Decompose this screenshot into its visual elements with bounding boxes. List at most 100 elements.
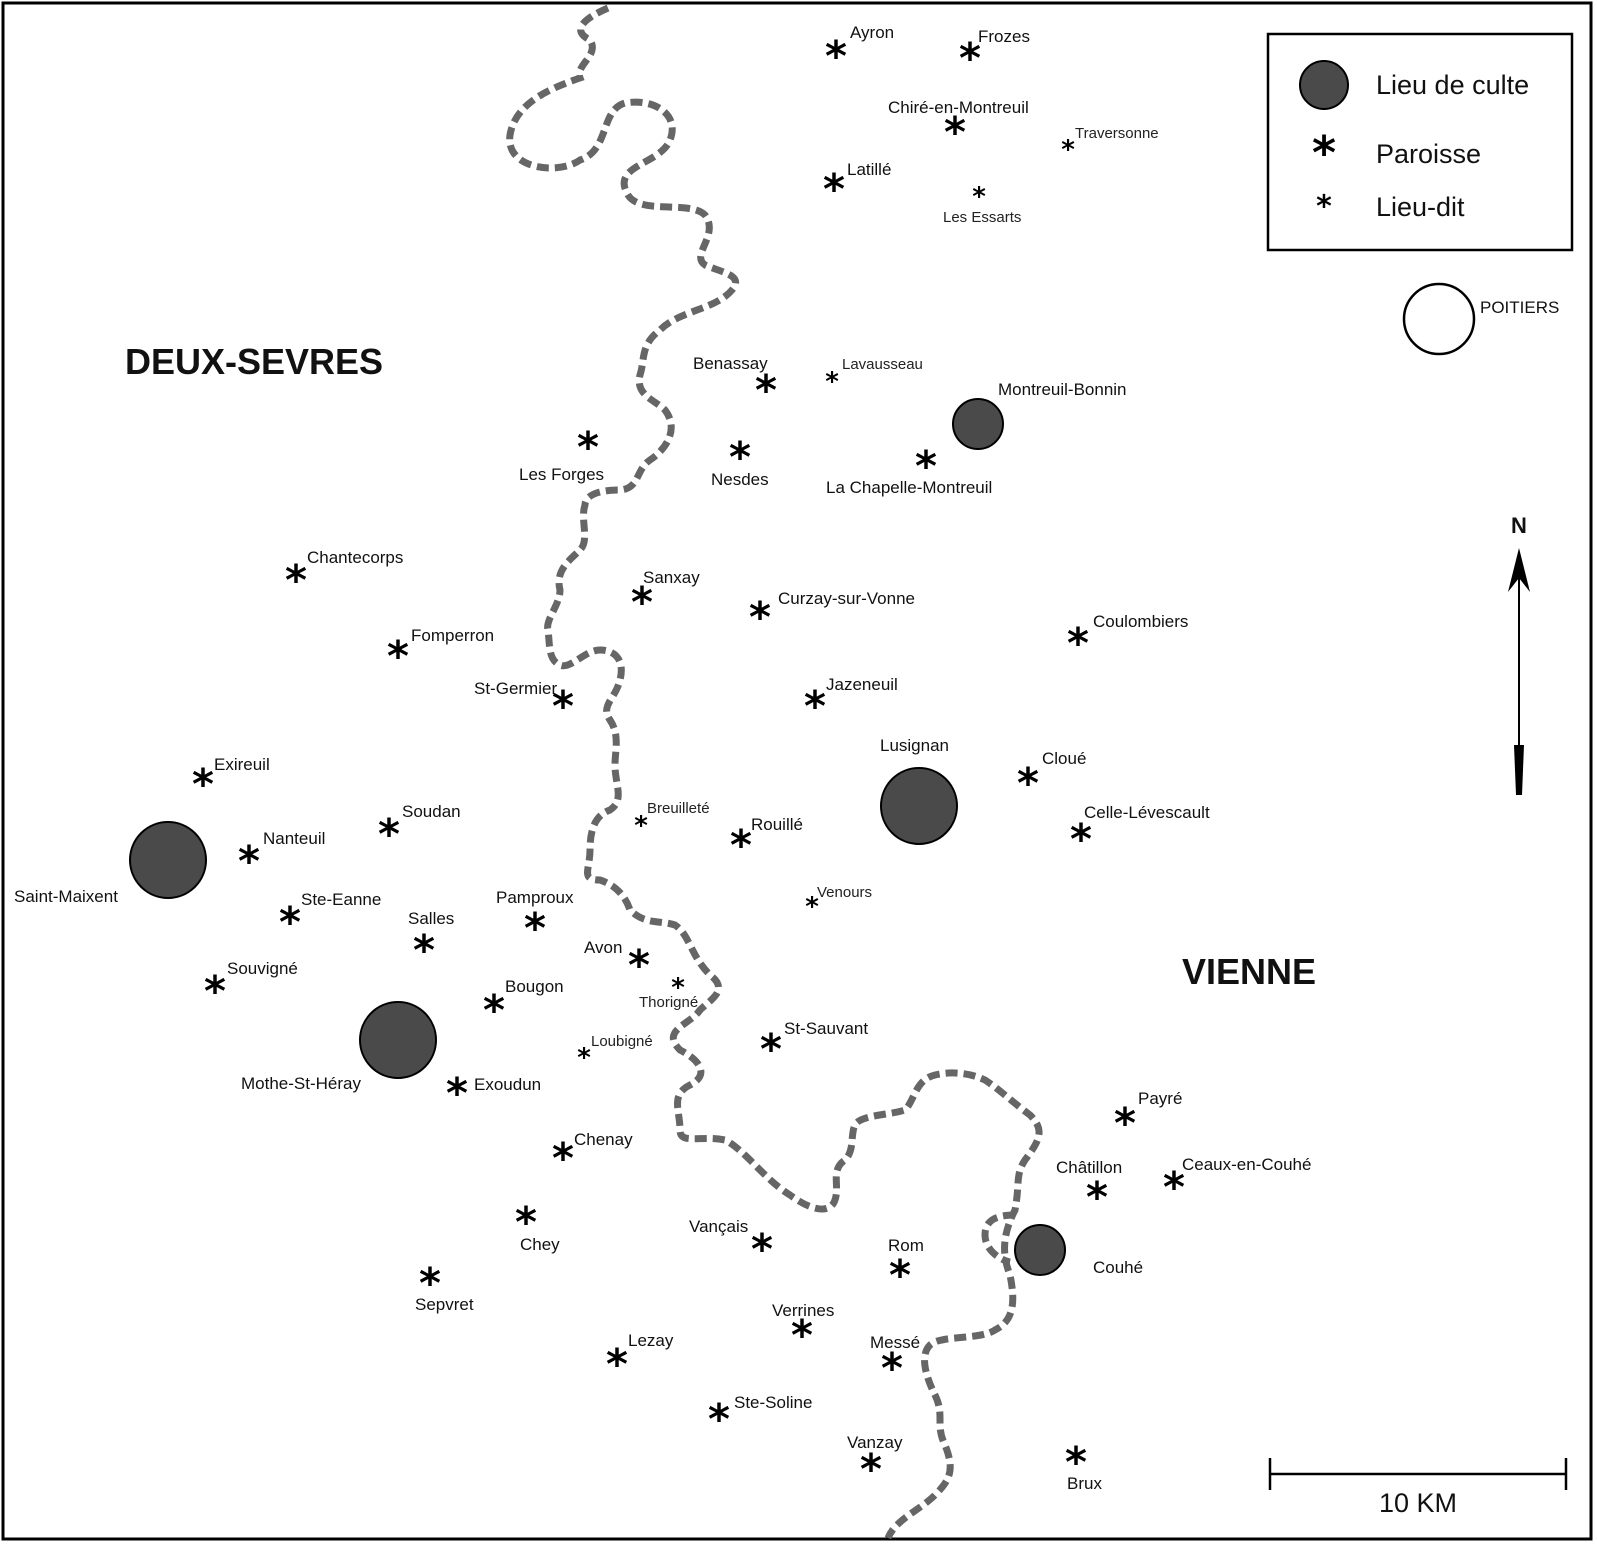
parish-symbol: * (192, 760, 214, 809)
place-breuillete: *Breuilleté (634, 800, 709, 841)
place-label: Souvigné (227, 959, 298, 978)
place-label: Saint-Maixent (14, 887, 118, 906)
place-label: Bougon (505, 977, 564, 996)
place-label: Les Forges (519, 465, 604, 484)
place-label: Coulombiers (1093, 612, 1188, 631)
worship-circle (1014, 1224, 1066, 1276)
region-label-deux-sevres: DEUX-SEVRES (125, 341, 383, 382)
place-lezay: *Lezay (606, 1331, 674, 1389)
legend-locality-label: Lieu-dit (1376, 192, 1465, 222)
place-label: Chiré-en-Montreuil (888, 98, 1029, 117)
place-essarts: *Les Essarts (943, 182, 1021, 226)
place-montreuil: Montreuil-Bonnin (952, 380, 1127, 450)
parish-symbol: * (1017, 759, 1039, 808)
place-label: Latillé (847, 160, 891, 179)
place-messe: *Messé (870, 1333, 920, 1393)
parish-symbol: * (881, 1344, 903, 1393)
place-label: Nanteuil (263, 829, 325, 848)
place-stsauvant: *St-Sauvant (760, 1019, 868, 1074)
place-payre: *Payré (1114, 1089, 1182, 1148)
north-label: N (1511, 513, 1527, 538)
scale-bar: 10 KM (1268, 1458, 1568, 1518)
places-layer: *Ayron*Frozes*Chiré-en-Montreuil*Travers… (14, 23, 1311, 1494)
place-label: Curzay-sur-Vonne (778, 589, 915, 608)
place-label: Rouillé (751, 815, 803, 834)
place-couhe: Couhé (1014, 1224, 1143, 1277)
place-label: Nesdes (711, 470, 769, 489)
parish-symbol: * (730, 821, 752, 870)
place-sanxay: *Sanxay (631, 568, 700, 627)
worship-circle (880, 767, 958, 845)
place-label: Exireuil (214, 755, 270, 774)
place-label: La Chapelle-Montreuil (826, 478, 992, 497)
place-label: St-Sauvant (784, 1019, 868, 1038)
parish-symbol: * (483, 986, 505, 1035)
parish-symbol: * (1163, 1163, 1185, 1212)
place-brux: *Brux (1065, 1438, 1102, 1494)
place-label: Ceaux-en-Couhé (1182, 1155, 1311, 1174)
parish-symbol: * (959, 34, 981, 83)
north-arrow: N (1508, 513, 1530, 795)
place-steeanne: *Ste-Eanne (279, 890, 381, 947)
parish-symbol: * (708, 1395, 730, 1444)
place-label: Montreuil-Bonnin (998, 380, 1127, 399)
parish-symbol: * (515, 1198, 537, 1247)
region-label-vienne: VIENNE (1182, 951, 1316, 992)
worship-circle (952, 398, 1004, 450)
poitiers-label: POITIERS (1480, 298, 1559, 317)
place-label: Salles (408, 909, 454, 928)
parish-symbol: * (279, 898, 301, 947)
department-border (506, 4, 1043, 1540)
parish-symbol: * (204, 967, 226, 1016)
place-coulombiers: *Coulombiers (1067, 612, 1188, 668)
place-pamproux: *Pamproux (496, 888, 574, 953)
lieudit-symbol: * (577, 1043, 591, 1073)
place-label: Vanzay (847, 1433, 903, 1452)
parish-symbol: * (387, 632, 409, 681)
place-chey: *Chey (515, 1198, 560, 1255)
place-celle: *Celle-Lévescault (1070, 803, 1210, 864)
lieudit-symbol: * (634, 811, 648, 841)
legend-locality-symbol: * (1316, 190, 1332, 225)
place-label: Jazeneuil (826, 675, 898, 694)
place-label: Venours (817, 884, 872, 901)
lieudit-symbol: * (972, 182, 986, 212)
place-label: Loubigné (591, 1033, 653, 1050)
parish-symbol: * (755, 366, 777, 415)
place-avon: *Avon (584, 938, 650, 990)
legend: Lieu de culte * Paroisse * Lieu-dit (1266, 32, 1574, 252)
worship-circle (359, 1001, 437, 1079)
place-label: Chenay (574, 1130, 633, 1149)
parish-symbol: * (238, 837, 260, 886)
parish-symbol: * (631, 578, 653, 627)
place-label: Lusignan (880, 736, 949, 755)
place-label: Celle-Lévescault (1084, 803, 1210, 822)
place-salles: *Salles (408, 909, 454, 975)
place-label: Chantecorps (307, 548, 403, 567)
parish-symbol: * (606, 1340, 628, 1389)
place-nesdes: *Nesdes (711, 433, 769, 490)
parish-symbol: * (1070, 815, 1092, 864)
place-label: Soudan (402, 802, 461, 821)
place-label: Lavausseau (842, 356, 923, 373)
place-label: St-Germier (474, 679, 557, 698)
place-label: Breuilleté (647, 800, 710, 817)
parish-symbol: * (1086, 1173, 1108, 1222)
parish-symbol: * (446, 1069, 468, 1118)
place-label: Pamproux (496, 888, 574, 907)
parish-symbol: * (804, 682, 826, 731)
place-chenay: *Chenay (552, 1130, 633, 1183)
place-fomperron: *Fomperron (387, 626, 494, 681)
worship-circle (129, 821, 207, 899)
place-nanteuil: *Nanteuil (238, 829, 325, 886)
place-label: Sanxay (643, 568, 700, 587)
parish-symbol: * (413, 926, 435, 975)
place-label: Brux (1067, 1474, 1102, 1493)
place-vancais: *Vançais (689, 1217, 773, 1274)
place-label: Sepvret (415, 1295, 474, 1314)
place-label: Couhé (1093, 1258, 1143, 1277)
parish-symbol: * (825, 32, 847, 81)
place-soudan: *Soudan (378, 802, 461, 859)
